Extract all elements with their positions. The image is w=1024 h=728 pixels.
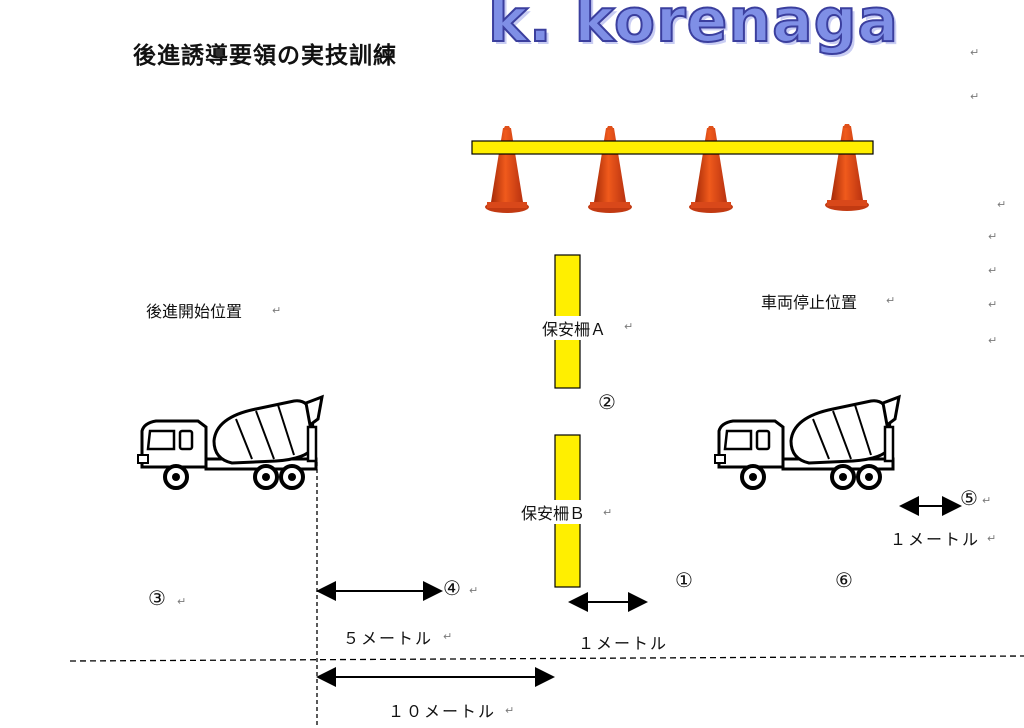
traffic-cone-4 (825, 124, 869, 211)
paragraph-mark: ↵ (988, 334, 998, 347)
paragraph-mark: ↵ (272, 304, 282, 317)
paragraph-mark: ↵ (988, 264, 998, 277)
page-title: 後進誘導要領の実技訓練 (133, 43, 397, 69)
distance-1m-center-label: １メートル (578, 634, 669, 653)
paragraph-mark: ↵ (624, 320, 634, 333)
ground-reference-line (69, 655, 1024, 662)
paragraph-mark: ↵ (982, 494, 992, 507)
mixer-truck-stop (713, 395, 901, 490)
label-start-position: 後進開始位置 (146, 302, 243, 321)
paragraph-mark: ↵ (469, 584, 479, 597)
marker-6: ⑥ (835, 568, 853, 592)
paragraph-mark: ↵ (970, 90, 980, 103)
cone-bar (471, 140, 874, 155)
label-barrier-a: 保安柵Ａ (540, 316, 609, 340)
mixer-truck-start (136, 395, 324, 490)
paragraph-mark: ↵ (886, 294, 896, 307)
paragraph-mark: ↵ (988, 298, 998, 311)
marker-1: ① (675, 568, 693, 592)
distance-10m-label: １０メートル (388, 702, 497, 721)
marker-4: ④ (443, 576, 461, 600)
paragraph-mark: ↵ (603, 506, 613, 519)
paragraph-mark: ↵ (443, 630, 453, 643)
brand-watermark: k. korenaga (487, 0, 900, 57)
paragraph-mark: ↵ (505, 704, 515, 717)
label-barrier-b: 保安柵Ｂ (519, 500, 588, 524)
marker-5: ⑤ (960, 486, 978, 510)
paragraph-mark: ↵ (970, 46, 980, 59)
traffic-cone-3 (689, 126, 733, 213)
paragraph-mark: ↵ (987, 532, 997, 545)
distance-5m-label: ５メートル (343, 629, 434, 648)
paragraph-mark: ↵ (177, 595, 187, 608)
distance-1m-right-label: １メートル (890, 530, 981, 549)
paragraph-mark: ↵ (988, 230, 998, 243)
paragraph-mark: ↵ (997, 198, 1007, 211)
traffic-cone-1 (485, 126, 529, 213)
marker-2: ② (598, 390, 616, 414)
traffic-cone-2 (588, 126, 632, 213)
label-stop-position: 車両停止位置 (761, 293, 858, 312)
marker-3: ③ (148, 586, 166, 610)
